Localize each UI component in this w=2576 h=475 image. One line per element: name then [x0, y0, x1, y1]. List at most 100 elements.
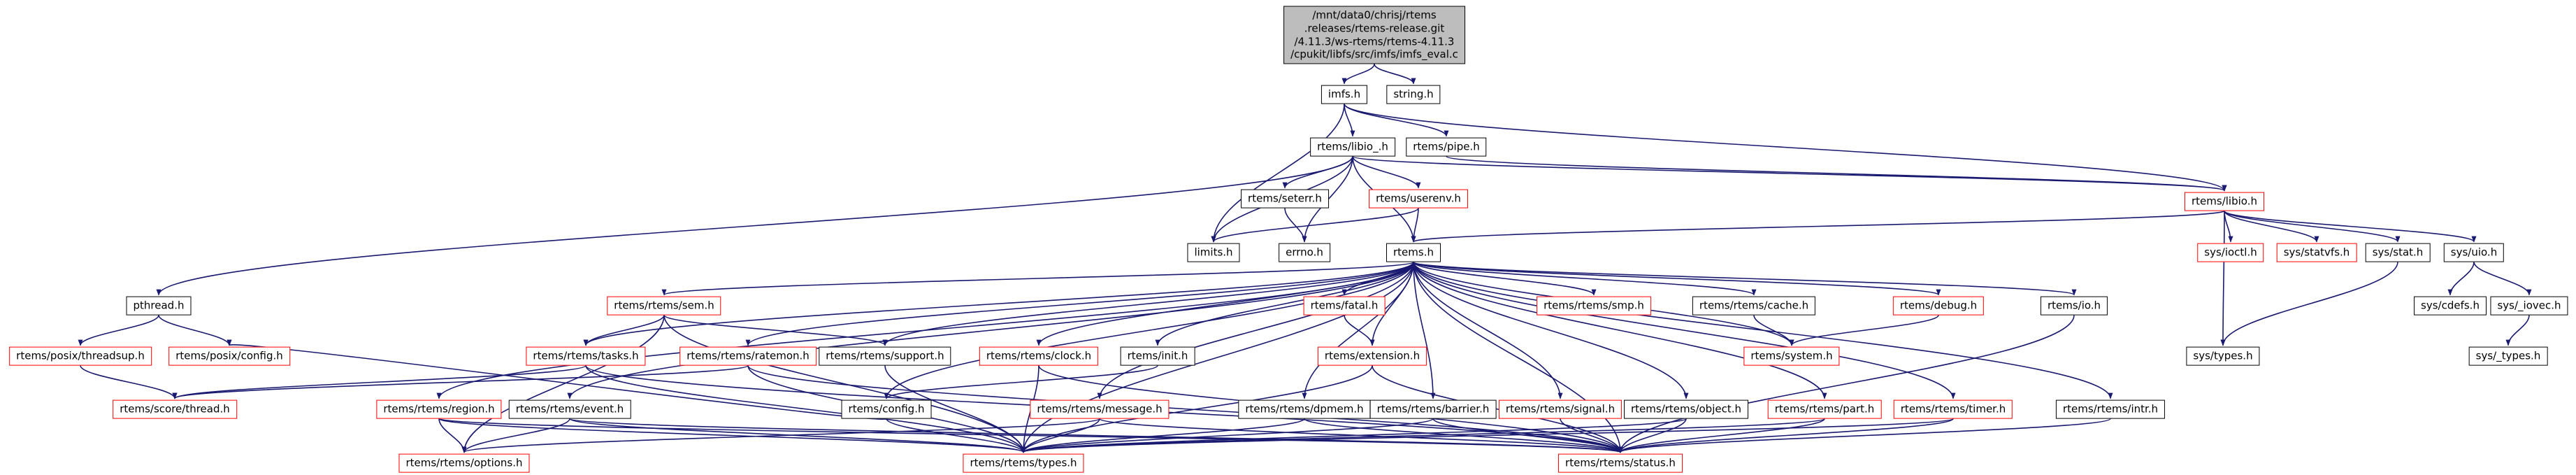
node-stypes[interactable]: sys/types.h — [2186, 346, 2260, 366]
node-label: rtems/rtems/clock.h — [986, 349, 1092, 362]
node-message[interactable]: rtems/rtems/message.h — [1030, 399, 1170, 419]
node-sthread[interactable]: rtems/score/thread.h — [113, 399, 237, 419]
node-smp[interactable]: rtems/rtems/smp.h — [1537, 296, 1651, 316]
node-cache[interactable]: rtems/rtems/cache.h — [1692, 296, 1816, 316]
edge-timer-status — [1618, 418, 1954, 453]
node-timer[interactable]: rtems/rtems/timer.h — [1893, 399, 2013, 419]
node-label: imfs.h — [1327, 87, 1361, 101]
node-imfs[interactable]: imfs.h — [1321, 85, 1368, 104]
node-iovec[interactable]: sys/_iovec.h — [2490, 296, 2568, 316]
node-extension[interactable]: rtems/extension.h — [1317, 346, 1427, 366]
node-options[interactable]: rtems/rtems/options.h — [398, 453, 530, 473]
node-pconfig[interactable]: rtems/posix/config.h — [168, 346, 290, 366]
edge-rtems-sem — [661, 261, 1414, 296]
edge-ratemon-status — [747, 365, 1623, 453]
node-ratemon[interactable]: rtems/rtems/ratemon.h — [679, 346, 816, 366]
node-fatal[interactable]: rtems/fatal.h — [1303, 296, 1386, 316]
node-label: rtems/extension.h — [1324, 349, 1420, 362]
node-support[interactable]: rtems/rtems/support.h — [819, 346, 951, 366]
node-status[interactable]: rtems/rtems/status.h — [1558, 453, 1683, 473]
node-barrier[interactable]: rtems/rtems/barrier.h — [1369, 399, 1497, 419]
node-event[interactable]: rtems/rtems/event.h — [508, 399, 631, 419]
node-label: rtems/seterr.h — [1248, 192, 1322, 205]
node-_types[interactable]: sys/_types.h — [2468, 346, 2548, 366]
node-label: sys/ioctl.h — [2204, 246, 2257, 259]
node-label: sys/cdefs.h — [2421, 299, 2480, 312]
node-sem[interactable]: rtems/rtems/sem.h — [607, 296, 721, 316]
edge-pipe-libio — [1446, 155, 2227, 192]
node-object[interactable]: rtems/rtems/object.h — [1623, 399, 1749, 419]
node-label: rtems/rtems/signal.h — [1505, 402, 1616, 416]
node-cdefs[interactable]: sys/cdefs.h — [2414, 296, 2487, 316]
edge-libio-stypes — [2220, 211, 2226, 346]
edge-part-status — [1618, 418, 1825, 453]
edge-rtems-intr — [1413, 262, 2113, 399]
node-rtypes[interactable]: rtems/rtems/types.h — [963, 453, 1084, 473]
edge-rtems-region — [436, 262, 1414, 399]
edge-config-rtypes — [886, 418, 1026, 453]
edge-rtems-status — [1413, 262, 1623, 453]
node-string[interactable]: string.h — [1386, 85, 1441, 104]
node-label: /cpukit/libfs/src/imfs/imfs_eval.c — [1290, 48, 1458, 61]
node-pipe[interactable]: rtems/pipe.h — [1406, 137, 1487, 157]
edge-region-options — [438, 418, 467, 453]
edge-object-rtypes — [1021, 418, 1687, 453]
edge-src-imfs — [1341, 64, 1375, 85]
node-libio[interactable]: rtems/libio.h — [2185, 192, 2264, 211]
edge-threadsup-sthread — [80, 365, 178, 399]
node-label: rtems/config.h — [848, 402, 925, 416]
edge-uio-cdefs — [2447, 262, 2475, 296]
node-errno[interactable]: errno.h — [1279, 243, 1330, 262]
node-rtems[interactable]: rtems.h — [1386, 243, 1441, 262]
edge-libio-uio — [2224, 210, 2477, 243]
edge-rtems-support — [882, 262, 1414, 346]
edge-part-rtypes — [1021, 418, 1825, 453]
node-label: rtems/rtems/region.h — [383, 402, 495, 416]
node-label: rtems/posix/threadsup.h — [16, 349, 145, 362]
node-label: /4.11.3/ws-rtems/rtems-4.11.3 — [1294, 35, 1455, 48]
node-stat[interactable]: sys/stat.h — [2365, 243, 2431, 262]
node-label: rtems/rtems/smp.h — [1544, 299, 1644, 312]
node-debug[interactable]: rtems/debug.h — [1892, 296, 1985, 316]
node-uio[interactable]: sys/uio.h — [2443, 243, 2505, 262]
node-tasks[interactable]: rtems/rtems/tasks.h — [526, 346, 646, 366]
node-threadsup[interactable]: rtems/posix/threadsup.h — [9, 346, 152, 366]
node-config[interactable]: rtems/config.h — [841, 399, 932, 419]
node-intr[interactable]: rtems/rtems/intr.h — [2055, 399, 2166, 419]
edge-stat-stypes — [2220, 262, 2398, 346]
node-label: rtems/posix/config.h — [175, 349, 283, 362]
edge-barrier-status — [1432, 418, 1623, 453]
edge-rtems-init — [1155, 262, 1414, 346]
edge-imfs-pipe — [1344, 104, 1449, 137]
edge-rtems-event — [567, 262, 1414, 399]
node-limits[interactable]: limits.h — [1187, 243, 1240, 262]
node-libio_[interactable]: rtems/libio_.h — [1310, 137, 1395, 157]
edge-src-string — [1374, 64, 1416, 85]
node-userenv[interactable]: rtems/userenv.h — [1369, 189, 1468, 208]
edge-dpmem-rtypes — [1021, 418, 1305, 453]
node-signal[interactable]: rtems/rtems/signal.h — [1498, 399, 1622, 419]
edge-rtems-cache — [1413, 261, 1757, 296]
node-label: rtems/rtems/options.h — [405, 456, 523, 469]
node-pthread[interactable]: pthread.h — [126, 296, 192, 316]
node-part[interactable]: rtems/rtems/part.h — [1767, 399, 1882, 419]
edge-libio_-pthread — [156, 156, 1353, 296]
node-ioctl[interactable]: sys/ioctl.h — [2197, 243, 2264, 262]
node-label: rtems/rtems/event.h — [515, 402, 624, 416]
node-dpmem[interactable]: rtems/rtems/dpmem.h — [1238, 399, 1371, 419]
node-init[interactable]: rtems/init.h — [1120, 346, 1195, 366]
node-seterr[interactable]: rtems/seterr.h — [1241, 189, 1329, 208]
node-label: rtems/pipe.h — [1413, 140, 1480, 153]
edge-fatal-extension — [1344, 315, 1375, 346]
node-region[interactable]: rtems/rtems/region.h — [376, 399, 502, 419]
node-label: rtems/rtems/intr.h — [2062, 402, 2159, 416]
node-system[interactable]: rtems/system.h — [1743, 346, 1840, 366]
node-io[interactable]: rtems/io.h — [2040, 296, 2108, 316]
node-label: string.h — [1393, 87, 1434, 101]
edge-tasks-rtypes — [585, 365, 1026, 453]
node-statvfs[interactable]: sys/statvfs.h — [2276, 243, 2357, 262]
edge-seterr-errno — [1284, 208, 1307, 243]
node-clock[interactable]: rtems/rtems/clock.h — [979, 346, 1099, 366]
node-label: rtems/rtems/cache.h — [1699, 299, 1809, 312]
node-label: rtems.h — [1393, 246, 1434, 259]
